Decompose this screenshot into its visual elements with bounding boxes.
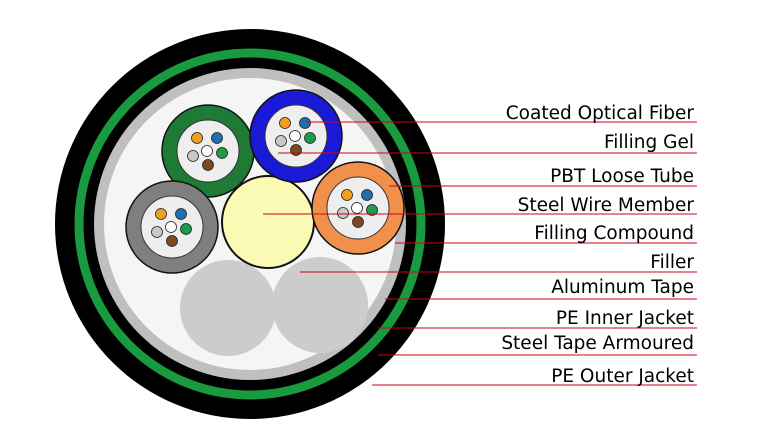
pbt-loose-tube-blue	[249, 89, 343, 183]
label-steel-tape-armoured: Steel Tape Armoured	[501, 333, 694, 354]
steel-wire-member	[221, 175, 315, 269]
pbt-loose-tube-gray	[125, 180, 219, 274]
leader-lines	[263, 121, 697, 386]
optical-fiber	[351, 202, 363, 214]
optical-fiber	[191, 132, 203, 144]
pbt-loose-tube-orange	[311, 161, 405, 255]
optical-fiber	[366, 204, 378, 216]
label-filling-compound: Filling Compound	[534, 223, 694, 244]
optical-fiber	[279, 117, 291, 129]
label-filler: Filler	[650, 252, 694, 273]
label-coated-optical-fiber: Coated Optical Fiber	[506, 103, 695, 124]
optical-fiber	[275, 135, 287, 147]
loose-tubes	[125, 89, 405, 274]
labels: Coated Optical Fiber Filling Gel PBT Loo…	[501, 103, 694, 387]
label-pe-outer-jacket: PE Outer Jacket	[551, 366, 694, 387]
label-pe-inner-jacket: PE Inner Jacket	[556, 308, 694, 329]
optical-fiber	[352, 216, 364, 228]
optical-fiber	[201, 145, 213, 157]
optical-fiber	[361, 189, 373, 201]
optical-fiber	[155, 208, 167, 220]
pbt-loose-tube-green	[161, 104, 255, 198]
optical-fiber	[289, 130, 301, 142]
optical-fiber	[304, 132, 316, 144]
filler-left	[180, 260, 276, 356]
optical-fiber	[175, 208, 187, 220]
label-filling-gel: Filling Gel	[604, 132, 694, 153]
label-pbt-loose-tube: PBT Loose Tube	[550, 166, 694, 187]
optical-fiber	[180, 223, 192, 235]
cable-body	[55, 29, 445, 419]
label-aluminum-tape: Aluminum Tape	[551, 277, 694, 298]
optical-fiber	[166, 235, 178, 247]
steel-tape-armour-stripe	[74, 48, 426, 400]
filler-right	[272, 257, 368, 353]
label-steel-wire-member: Steel Wire Member	[518, 195, 695, 216]
optical-fiber	[165, 221, 177, 233]
optical-fiber	[211, 132, 223, 144]
optical-fiber	[216, 147, 228, 159]
optical-fiber	[341, 189, 353, 201]
optical-fiber	[290, 144, 302, 156]
optical-fiber	[151, 226, 163, 238]
optical-fiber	[202, 159, 214, 171]
optical-fiber	[187, 150, 199, 162]
optical-fiber	[299, 117, 311, 129]
optical-fiber	[337, 207, 349, 219]
